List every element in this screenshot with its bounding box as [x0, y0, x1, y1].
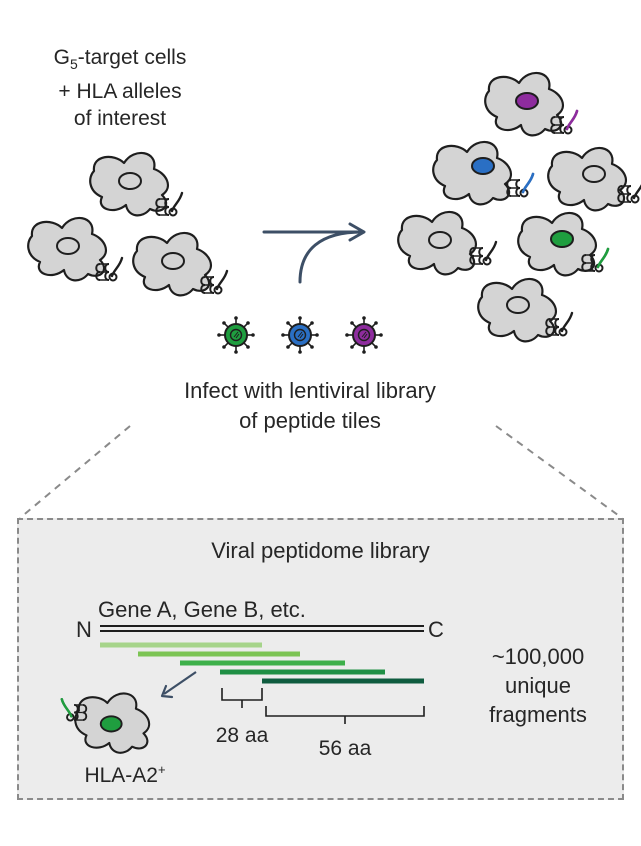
transduced-cell-green	[517, 211, 610, 277]
intro-line-2: + HLA alleles	[58, 80, 182, 104]
fragment-count-line-3: fragments	[489, 702, 587, 727]
transduced-cell-purple	[484, 71, 579, 137]
intro-line-1-text: -target cells	[77, 46, 187, 69]
gene-label: Gene A, Gene B, etc.	[98, 597, 306, 622]
c-terminus-label: C	[428, 617, 444, 642]
arrowhead-icon	[348, 222, 366, 242]
hla-receptor-icon	[60, 697, 88, 722]
intro-g-subscript: 5	[70, 56, 78, 73]
infect-line-2: of peptide tiles	[239, 408, 381, 433]
target-cell	[27, 216, 124, 282]
library-title: Viral peptidome library	[211, 538, 430, 563]
hla-receptor-icon	[550, 109, 579, 135]
infect-line-1: Infect with lentiviral library	[184, 378, 436, 403]
intro-label: G5-target cells + HLA alleles of interes…	[0, 44, 240, 132]
intro-g: G	[53, 46, 70, 69]
hla-a2-text: HLA-A2	[84, 764, 158, 787]
n-terminus-label: N	[76, 617, 92, 642]
fragment-count-line-1: ~100,000	[491, 644, 585, 669]
intro-line-3: of interest	[73, 107, 167, 131]
bracket-56aa	[265, 706, 425, 724]
hla-receptor-icon	[506, 172, 535, 198]
infect-label: Infect with lentiviral library of peptid…	[110, 376, 510, 436]
zoom-guide-left	[19, 425, 131, 519]
hla-receptor-icon	[581, 247, 610, 273]
target-cell	[89, 151, 184, 217]
hla-a2-cell	[60, 692, 151, 754]
target-cell	[397, 210, 498, 276]
hla-a2-label: HLA-A2+	[60, 756, 190, 789]
arrowhead-small-icon	[160, 684, 174, 699]
transduction-arrow	[262, 230, 364, 284]
intro-line-1: G5-target cells	[0, 44, 240, 78]
fragment-count-label: ~100,000 unique fragments	[458, 642, 618, 729]
fragment-count-line-2: unique	[504, 673, 572, 698]
tile-length-short: 28 aa	[215, 724, 269, 747]
tile-length-long: 56 aa	[318, 737, 372, 760]
target-cell	[132, 231, 229, 297]
hla-a2-superscript: +	[157, 762, 166, 777]
zoom-guide-right	[495, 425, 623, 519]
transduced-cell-blue	[432, 140, 535, 206]
target-cell	[477, 277, 574, 343]
bracket-28aa	[221, 688, 263, 708]
expression-arrow	[163, 671, 197, 695]
target-cell	[547, 146, 641, 212]
